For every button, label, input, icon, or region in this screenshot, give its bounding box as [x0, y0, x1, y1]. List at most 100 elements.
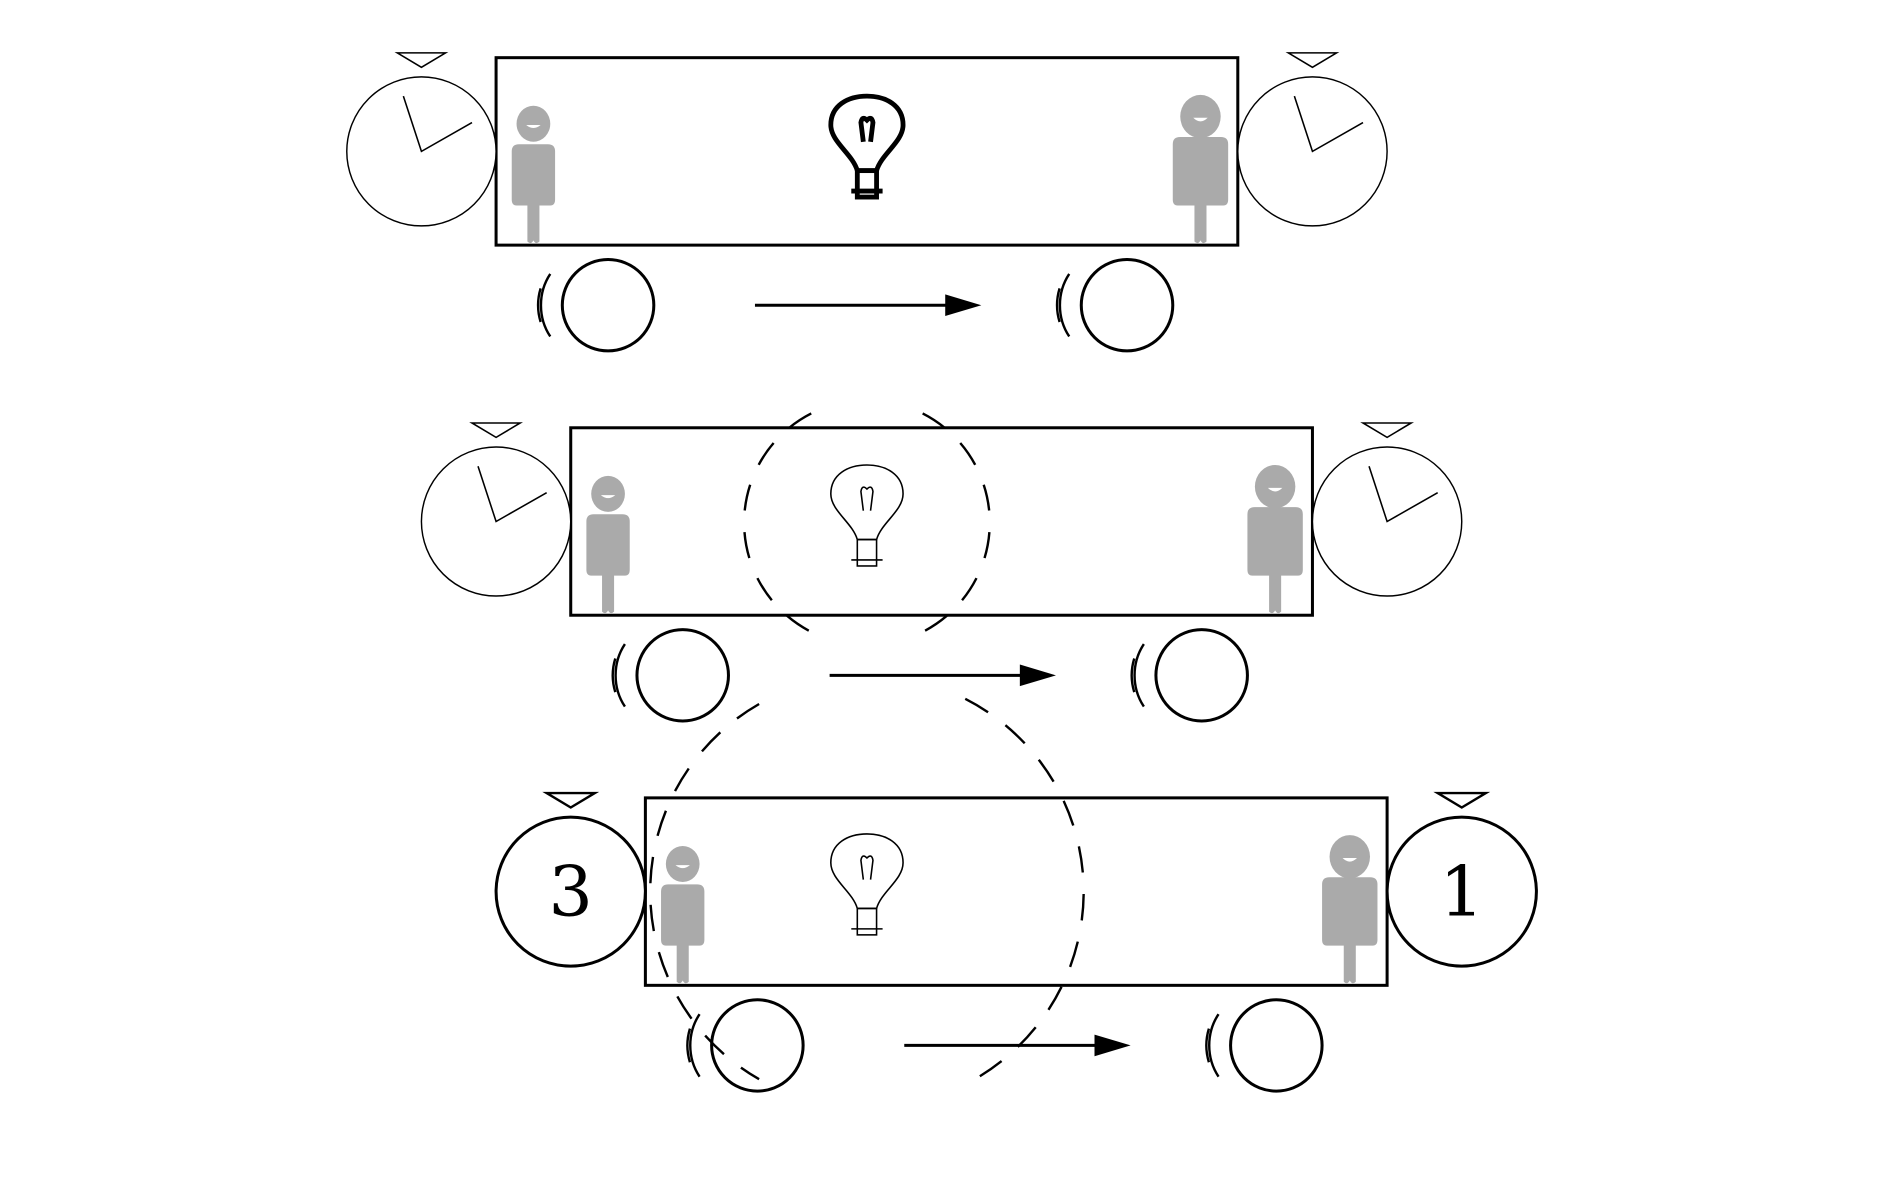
person-body — [1322, 877, 1378, 984]
wavefront-arc — [649, 702, 760, 1081]
person-icon — [1247, 465, 1303, 614]
person-head — [665, 845, 700, 882]
stopwatch-icon — [420, 422, 572, 597]
stopwatch-icon — [1237, 52, 1388, 227]
person-head — [1180, 94, 1221, 139]
motion-line — [536, 288, 542, 323]
stopwatch-icon — [1311, 422, 1463, 597]
panel-2 — [420, 412, 1463, 723]
stopwatch-reading: 3 — [549, 852, 593, 933]
person-body — [661, 884, 705, 984]
light-bulb-icon — [830, 464, 904, 567]
motion-arrow — [904, 1034, 1131, 1057]
bulb-filament — [860, 855, 874, 880]
passengers — [511, 94, 1229, 244]
motion-arrow — [754, 294, 982, 317]
wheel-icon — [611, 628, 730, 723]
person-head — [516, 105, 551, 142]
person-icon — [1172, 94, 1229, 244]
stopwatch-reading: 1 — [1440, 852, 1484, 933]
stopwatch-crown-icon — [1433, 791, 1491, 809]
light-wavefront — [742, 412, 991, 634]
person-smile — [526, 124, 541, 128]
person-body — [1172, 136, 1229, 244]
wheel — [1229, 998, 1324, 1093]
wheel-icon — [536, 258, 656, 353]
wheel — [1079, 258, 1175, 353]
motion-line — [611, 658, 617, 693]
wheel — [1154, 628, 1249, 723]
passengers — [661, 835, 1378, 984]
stopwatch-face — [494, 815, 647, 968]
stopwatch-crown-icon — [469, 422, 523, 439]
light-bulb-icon — [830, 833, 904, 936]
motion-line — [1205, 1028, 1211, 1063]
train-car — [494, 56, 1240, 247]
stopwatch-crown-icon — [1360, 422, 1415, 439]
person-smile — [1193, 117, 1208, 122]
stopwatch-hands — [1368, 465, 1439, 523]
bulb-glass — [828, 93, 906, 174]
bulb-filament — [860, 486, 874, 511]
arrow-head — [1094, 1034, 1131, 1057]
wavefront-arc — [964, 697, 1085, 1086]
person-head — [1254, 465, 1296, 509]
person-smile — [675, 865, 690, 869]
person-body — [1247, 507, 1303, 614]
wheel-icon — [686, 998, 805, 1093]
motion-line — [614, 643, 626, 708]
bulb-base — [854, 168, 879, 200]
person-icon — [1322, 835, 1378, 984]
stopwatch-icon: 3 — [494, 791, 647, 968]
bulb-glass — [830, 464, 904, 541]
person-smile — [600, 495, 616, 499]
wheel — [560, 258, 656, 353]
motion-line — [1130, 658, 1136, 693]
person-body — [511, 144, 556, 244]
person-icon — [586, 475, 630, 614]
light-bulb-icon — [828, 93, 906, 200]
stopwatch-crown-icon — [542, 791, 600, 809]
motion-line — [686, 1028, 692, 1063]
light-wavefront — [649, 697, 1085, 1086]
motion-line — [1055, 288, 1061, 323]
train-car — [643, 796, 1389, 987]
motion-arrow — [829, 664, 1056, 687]
stopwatch-face — [1385, 815, 1538, 968]
stopwatch-hands — [402, 95, 473, 153]
wheel — [635, 628, 730, 723]
passengers — [586, 465, 1303, 614]
person-body — [586, 514, 630, 614]
stopwatch-crown-icon — [1285, 52, 1340, 69]
motion-line — [1133, 643, 1145, 708]
wheel — [710, 998, 805, 1093]
person-icon — [511, 105, 556, 244]
motion-line — [689, 1013, 701, 1078]
wheel-icon — [1130, 628, 1249, 723]
panel-1 — [346, 52, 1388, 353]
person-smile — [1342, 857, 1357, 862]
wavefront-arc — [742, 412, 812, 634]
person-smile — [1267, 487, 1283, 492]
stopwatch-icon: 1 — [1385, 791, 1538, 968]
train-car — [569, 426, 1314, 617]
motion-line — [1058, 273, 1071, 338]
arrow-head — [1019, 664, 1056, 687]
motion-line — [1208, 1013, 1220, 1078]
stopwatch-hands — [1293, 95, 1364, 153]
motion-line — [539, 273, 552, 338]
bulb-base — [856, 538, 878, 567]
wheel-icon — [1205, 998, 1324, 1093]
wheel-icon — [1055, 258, 1175, 353]
person-head — [591, 475, 625, 512]
stopwatch-hands — [477, 465, 548, 523]
stopwatch-crown-icon — [394, 52, 449, 69]
bulb-filament — [858, 115, 876, 143]
arrow-head — [945, 294, 982, 317]
person-head — [1329, 835, 1371, 879]
bulb-base — [856, 907, 878, 936]
bulb-glass — [830, 833, 904, 910]
stopwatch-icon — [346, 52, 497, 227]
wavefront-arc — [922, 412, 991, 634]
